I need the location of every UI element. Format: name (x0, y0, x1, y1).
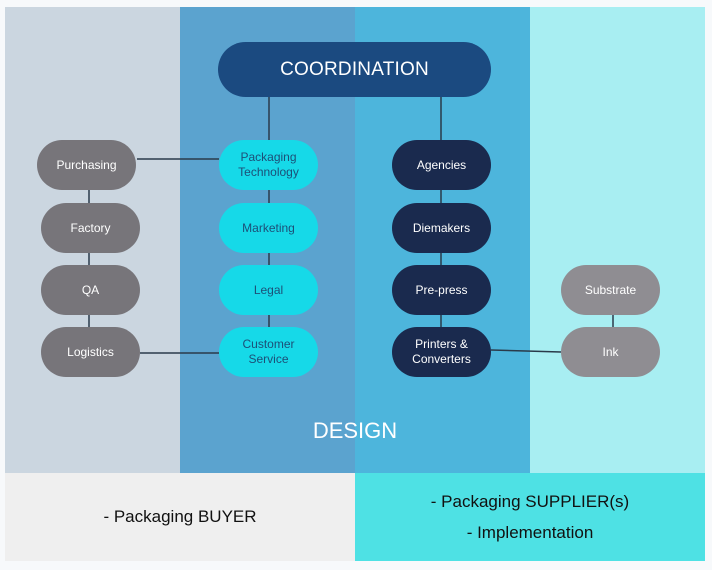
supplier-footer: - Packaging SUPPLIER(s) - Implementation (355, 473, 705, 561)
node-legal: Legal (219, 265, 318, 315)
node-printers-converters: Printers & Converters (392, 327, 491, 377)
supplier-footer-line2: - Implementation (466, 523, 594, 542)
node-customer-service: Customer Service (219, 327, 318, 377)
node-logistics: Logistics (41, 327, 140, 377)
node-diemakers: Diemakers (392, 203, 491, 253)
node-pre-press: Pre-press (392, 265, 491, 315)
node-packaging-technology: Packaging Technology (219, 140, 318, 190)
node-factory: Factory (41, 203, 140, 253)
node-marketing: Marketing (219, 203, 318, 253)
buyer-footer-text: - Packaging BUYER (103, 507, 257, 526)
supplier-zone (530, 7, 705, 473)
node-purchasing: Purchasing (37, 140, 136, 190)
node-qa: QA (41, 265, 140, 315)
node-ink: Ink (561, 327, 660, 377)
coordination-node: COORDINATION (218, 42, 491, 97)
node-substrate: Substrate (561, 265, 660, 315)
node-agencies: Agencies (392, 140, 491, 190)
buyer-footer: - Packaging BUYER (5, 473, 355, 561)
design-label: DESIGN (312, 418, 398, 443)
supplier-footer-line1: - Packaging SUPPLIER(s) (430, 492, 630, 511)
connector-printers-ink (490, 349, 562, 353)
